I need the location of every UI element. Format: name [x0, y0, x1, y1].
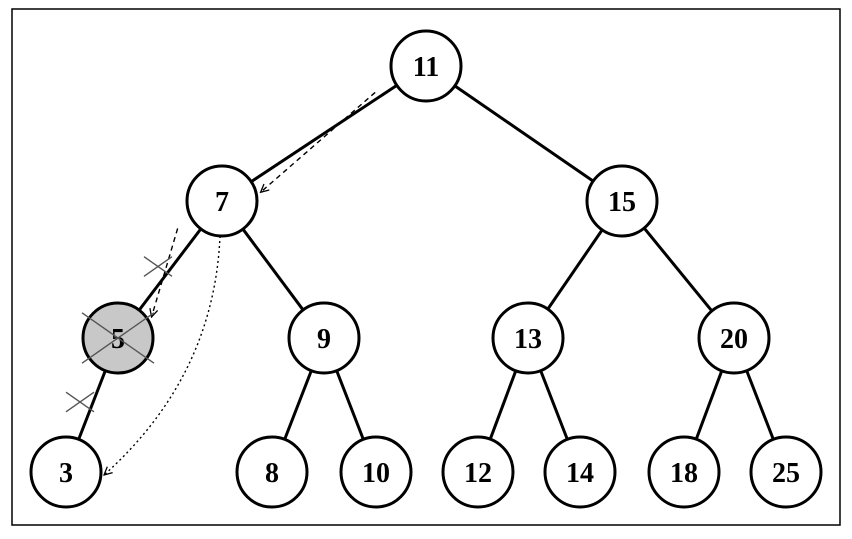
node-circle [185, 164, 259, 238]
node-label: 18 [670, 458, 698, 489]
node-circle [697, 301, 771, 375]
node-label: 11 [413, 52, 439, 83]
edge-15-13 [546, 229, 604, 310]
search-paths [104, 91, 376, 475]
node-18: 18 [647, 435, 721, 509]
node-circle [389, 29, 463, 103]
node-label: 20 [720, 324, 748, 355]
edge-7-5 [137, 227, 203, 312]
search-arrow-7-to-5 [152, 228, 179, 317]
diagram-frame [11, 8, 841, 526]
edge-13-12 [488, 370, 518, 440]
node-label: 3 [59, 458, 73, 489]
edge-11-15 [453, 84, 595, 183]
node-7: 7 [185, 164, 259, 238]
node-13: 13 [491, 301, 565, 375]
node-25: 25 [749, 435, 823, 509]
node-8: 8 [235, 435, 309, 509]
edge-5-3 [77, 370, 107, 440]
node-10: 10 [339, 435, 413, 509]
edge-9-10 [335, 370, 365, 440]
node-circle [543, 435, 617, 509]
search-arrow-11-to-7 [261, 91, 376, 192]
node-label: 13 [514, 324, 542, 355]
edge-7-5-cross-mark [143, 256, 173, 277]
node-circle [491, 301, 565, 375]
node-label: 15 [608, 187, 636, 218]
edge-7-9 [241, 228, 305, 311]
node-14: 14 [543, 435, 617, 509]
node-label: 12 [464, 458, 492, 489]
tree-edges [77, 84, 775, 440]
node-label: 7 [215, 187, 229, 218]
tree-nodes: 11 7 15 5 9 13 20 3 8 10 12 14 18 25 [29, 29, 823, 509]
node-circle [749, 435, 823, 509]
node-15: 15 [585, 164, 659, 238]
node-circle [287, 301, 361, 375]
node-circle [647, 435, 721, 509]
node-label: 14 [566, 458, 594, 489]
edge-15-20 [642, 227, 714, 312]
edge-11-7 [250, 84, 398, 183]
node-circle [29, 435, 103, 509]
edge-5-3-cross-mark [65, 391, 95, 413]
edge-9-8 [283, 370, 313, 440]
node-label: 10 [362, 458, 390, 489]
edge-20-18 [694, 370, 724, 440]
node-11: 11 [389, 29, 463, 103]
node-label: 25 [772, 458, 800, 489]
node-20: 20 [697, 301, 771, 375]
node-label: 8 [265, 458, 279, 489]
node-label: 5 [111, 324, 125, 355]
node-circle [235, 435, 309, 509]
node-3: 3 [29, 435, 103, 509]
node-12: 12 [441, 435, 515, 509]
node-circle [339, 435, 413, 509]
edge-20-25 [745, 370, 775, 440]
cross-marks [65, 256, 173, 413]
node-label: 9 [317, 324, 331, 355]
node-circle [585, 164, 659, 238]
relink-arrow-7-to-3 [104, 235, 221, 475]
edge-13-14 [539, 370, 569, 440]
node-5-cross-mark [81, 312, 155, 364]
node-circle [441, 435, 515, 509]
node-9: 9 [287, 301, 361, 375]
